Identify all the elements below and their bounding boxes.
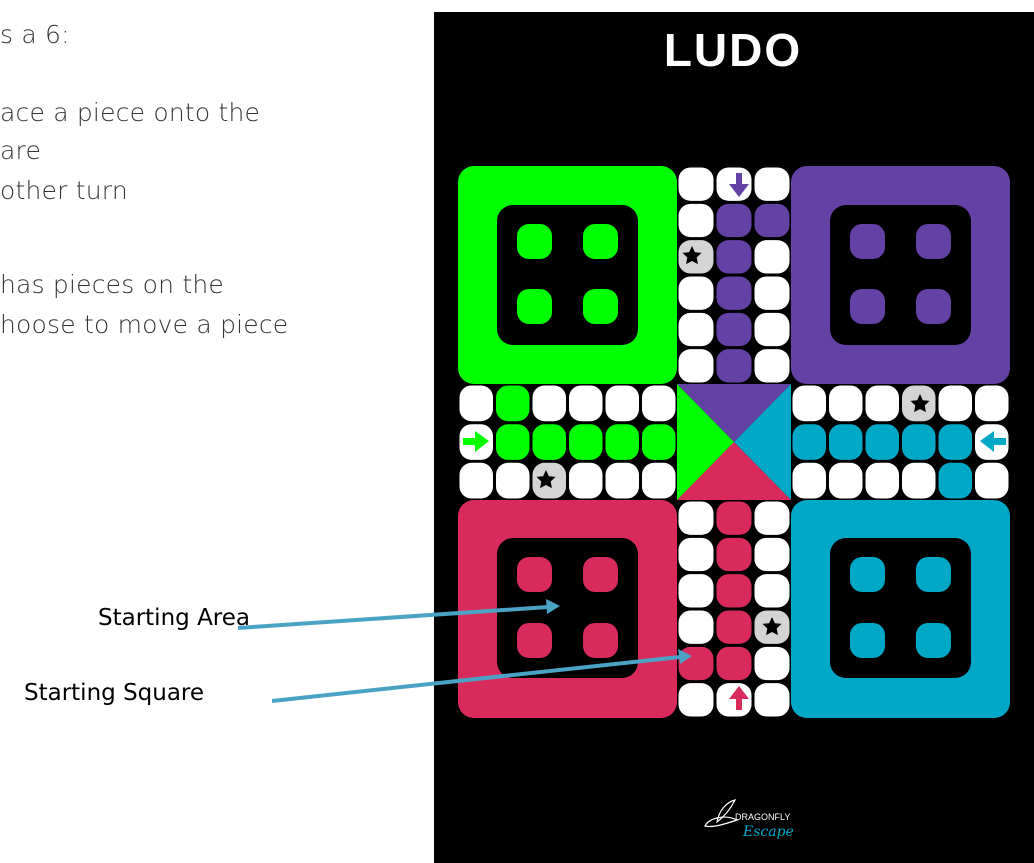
track-square [717, 502, 752, 535]
track-square [642, 424, 676, 460]
logo-line-1: DRAGONFLY [735, 812, 790, 822]
track-square [866, 424, 900, 460]
track-square [717, 349, 752, 382]
starting-square-purple [755, 204, 790, 237]
track-square [679, 168, 714, 201]
teal-piece[interactable] [916, 623, 951, 658]
track-square [569, 386, 603, 422]
track-square [755, 240, 790, 273]
track-square [939, 386, 973, 422]
track-square [679, 313, 714, 346]
track-square [866, 463, 900, 499]
track-square [829, 463, 863, 499]
track-square [755, 647, 790, 680]
starting-square-teal [939, 463, 973, 499]
track-square [679, 538, 714, 571]
track-square [642, 386, 676, 422]
track-square [975, 386, 1009, 422]
track-square [679, 204, 714, 237]
track-square [755, 683, 790, 716]
track-square [717, 240, 752, 273]
teal-piece[interactable] [850, 623, 885, 658]
red-piece[interactable] [583, 623, 618, 658]
purple-piece[interactable] [850, 289, 885, 324]
starting-square [679, 647, 714, 680]
track-square [569, 424, 603, 460]
logo-line-2: Escape [742, 824, 794, 840]
track-square [755, 574, 790, 607]
track-square [755, 168, 790, 201]
track-square [793, 463, 827, 499]
track-square [755, 349, 790, 382]
track-square [755, 276, 790, 309]
teal-piece[interactable] [916, 557, 951, 592]
track-square [679, 276, 714, 309]
track-square [902, 463, 936, 499]
track-square [533, 386, 567, 422]
teal-piece[interactable] [850, 557, 885, 592]
purple-piece[interactable] [916, 224, 951, 259]
track-square [717, 204, 752, 237]
track-square [679, 349, 714, 382]
green-piece[interactable] [517, 224, 552, 259]
track-square [606, 424, 640, 460]
track-square [679, 683, 714, 716]
green-piece[interactable] [583, 224, 618, 259]
track-square [717, 538, 752, 571]
track-square [939, 424, 973, 460]
purple-piece[interactable] [850, 224, 885, 259]
teal-base [791, 500, 1010, 718]
red-piece[interactable] [583, 557, 618, 592]
track-square [866, 386, 900, 422]
track-square [755, 538, 790, 571]
purple-piece[interactable] [916, 289, 951, 324]
track-square [975, 463, 1009, 499]
track-square [717, 610, 752, 643]
track-square [679, 574, 714, 607]
track-square [460, 463, 494, 499]
track-square [829, 386, 863, 422]
track-square [717, 276, 752, 309]
board-title: LUDO [664, 24, 802, 76]
track-square [533, 424, 567, 460]
center-home [677, 384, 791, 500]
track-square [679, 610, 714, 643]
track-square [829, 424, 863, 460]
track-square [755, 313, 790, 346]
track-square [793, 424, 827, 460]
track-square [902, 424, 936, 460]
track-square [717, 313, 752, 346]
starting-square-green [496, 386, 530, 422]
green-base [458, 166, 677, 384]
track-square [717, 683, 752, 716]
track-square [460, 386, 494, 422]
track-square [679, 502, 714, 535]
track-square [793, 386, 827, 422]
track-square [717, 647, 752, 680]
track-square [496, 424, 530, 460]
purple-base [791, 166, 1010, 384]
track-square [755, 502, 790, 535]
track-square [642, 463, 676, 499]
green-piece[interactable] [517, 289, 552, 324]
track-square [496, 463, 530, 499]
red-piece[interactable] [517, 623, 552, 658]
red-piece[interactable] [517, 557, 552, 592]
green-piece[interactable] [583, 289, 618, 324]
track-square [606, 463, 640, 499]
track-square [717, 574, 752, 607]
track-square [569, 463, 603, 499]
track-square [606, 386, 640, 422]
